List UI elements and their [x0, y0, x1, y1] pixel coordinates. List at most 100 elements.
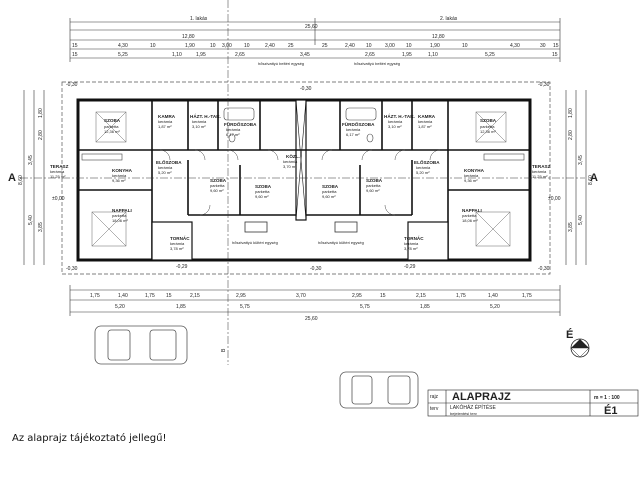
svg-text:10: 10	[366, 43, 372, 49]
svg-text:kerámia: kerámia	[388, 119, 403, 124]
svg-text:15: 15	[552, 52, 558, 58]
svg-text:1,75: 1,75	[90, 293, 100, 299]
svg-text:kerámia: kerámia	[158, 165, 173, 170]
svg-text:9,60 m²: 9,60 m²	[210, 188, 224, 193]
heatpump-outdoor-2: hőszivattyú kültéri egység	[318, 240, 364, 245]
half-width-1: 12,80	[182, 34, 195, 40]
interior-walls	[78, 100, 530, 260]
level-top-right: -0,30	[538, 82, 550, 88]
svg-text:3,10 m²: 3,10 m²	[192, 124, 206, 129]
svg-text:1,75: 1,75	[522, 293, 532, 299]
bottom-dims-row1: 1,75 1,40 1,75 15 2,15 2,95 3,70 2,95 15…	[90, 293, 532, 299]
right-dim-4: 1,80	[568, 108, 574, 118]
svg-text:1,75: 1,75	[145, 293, 155, 299]
svg-text:kerámia: kerámia	[532, 169, 547, 174]
svg-text:HÁZT. H.-TAR.: HÁZT. H.-TAR.	[384, 113, 415, 119]
svg-text:11,25 m²: 11,25 m²	[50, 174, 66, 179]
level-top-left: -0,30	[66, 82, 78, 88]
svg-text:5,20 m²: 5,20 m²	[158, 170, 172, 175]
left-dim-2: 3,45	[28, 155, 34, 165]
svg-text:KÖZL.: KÖZL.	[286, 153, 300, 159]
svg-text:parketta: parketta	[255, 189, 270, 194]
left-dim-4: 1,80	[38, 108, 44, 118]
title-block-rajz: rajz	[430, 394, 439, 400]
title-block-terv: terv	[430, 406, 439, 412]
svg-text:9,60 m²: 9,60 m²	[322, 194, 336, 199]
section-a-label-left: A	[8, 172, 16, 184]
svg-text:kerámia: kerámia	[112, 173, 127, 178]
left-side-dimensions	[23, 90, 45, 265]
svg-text:5,20: 5,20	[115, 304, 125, 310]
level-floor-left: ±0,00	[52, 196, 65, 202]
svg-text:3,78 m²: 3,78 m²	[170, 246, 184, 251]
svg-text:9,36 m²: 9,36 m²	[464, 178, 478, 183]
bottom-dims-row2: 5,20 1,85 5,75 5,75 1,85 5,20	[115, 304, 500, 310]
right-dim-3: 5,40	[578, 215, 584, 225]
svg-text:SZOBA: SZOBA	[366, 178, 383, 183]
svg-text:parketta: parketta	[104, 124, 119, 129]
porch-1	[151, 221, 193, 261]
svg-text:15: 15	[553, 43, 559, 49]
svg-text:15: 15	[380, 293, 386, 299]
svg-text:NAPPALI: NAPPALI	[462, 208, 482, 213]
svg-text:1,87 m²: 1,87 m²	[418, 124, 432, 129]
svg-text:ELŐSZOBA: ELŐSZOBA	[156, 159, 182, 165]
svg-text:KAMRA: KAMRA	[158, 114, 176, 119]
svg-text:FÜRDŐSZOBA: FÜRDŐSZOBA	[342, 121, 375, 127]
section-b-label: B	[221, 348, 227, 352]
svg-text:5,75: 5,75	[360, 304, 370, 310]
svg-text:ELŐSZOBA: ELŐSZOBA	[414, 159, 440, 165]
unit-1-label: 1. lakás	[190, 16, 208, 22]
svg-text:TORNÁC: TORNÁC	[170, 235, 190, 241]
svg-text:parketta: parketta	[112, 213, 127, 218]
level-top-mid: -0,30	[300, 86, 312, 92]
svg-text:1,87 m²: 1,87 m²	[158, 124, 172, 129]
svg-text:kerámia: kerámia	[192, 119, 207, 124]
svg-text:KAMRA: KAMRA	[418, 114, 436, 119]
svg-text:FÜRDŐSZOBA: FÜRDŐSZOBA	[224, 121, 257, 127]
svg-text:5,25: 5,25	[485, 52, 495, 58]
door-swings	[159, 149, 441, 216]
svg-text:TORNÁC: TORNÁC	[404, 235, 424, 241]
right-dim-2: 3,45	[578, 155, 584, 165]
svg-text:parketta: parketta	[462, 213, 477, 218]
svg-text:SZOBA: SZOBA	[480, 118, 497, 123]
svg-text:parketta: parketta	[322, 189, 337, 194]
left-dim-total: 8,60	[18, 175, 24, 185]
svg-text:1,40: 1,40	[118, 293, 128, 299]
svg-text:12,36 m²: 12,36 m²	[480, 129, 496, 134]
svg-text:2,95: 2,95	[236, 293, 246, 299]
svg-text:10: 10	[210, 43, 216, 49]
svg-text:kerámia: kerámia	[226, 127, 241, 132]
heatpump-outdoor-1: hőszivattyú kültéri egység	[232, 240, 278, 245]
svg-text:SZOBA: SZOBA	[104, 118, 121, 123]
svg-text:kerámia: kerámia	[283, 159, 298, 164]
svg-text:kerámia: kerámia	[464, 173, 479, 178]
heatpump-indoor-1: hőszivattyú beltéri egység	[258, 61, 304, 66]
svg-text:4,30: 4,30	[510, 43, 520, 49]
svg-text:30: 30	[540, 43, 546, 49]
right-dim-total: 8,60	[588, 175, 594, 185]
svg-text:2,40: 2,40	[265, 43, 275, 49]
drawing-title: ALAPRAJZ	[452, 391, 511, 403]
svg-text:2,95: 2,95	[352, 293, 362, 299]
svg-text:SZOBA: SZOBA	[210, 178, 227, 183]
level-terrace-left: -0,29	[176, 264, 188, 270]
left-dim-6: 3,85	[38, 222, 44, 232]
room-furniture	[91, 111, 511, 247]
svg-text:KONYHA: KONYHA	[464, 168, 485, 173]
level-bottom-mid: -0,30	[310, 266, 322, 272]
